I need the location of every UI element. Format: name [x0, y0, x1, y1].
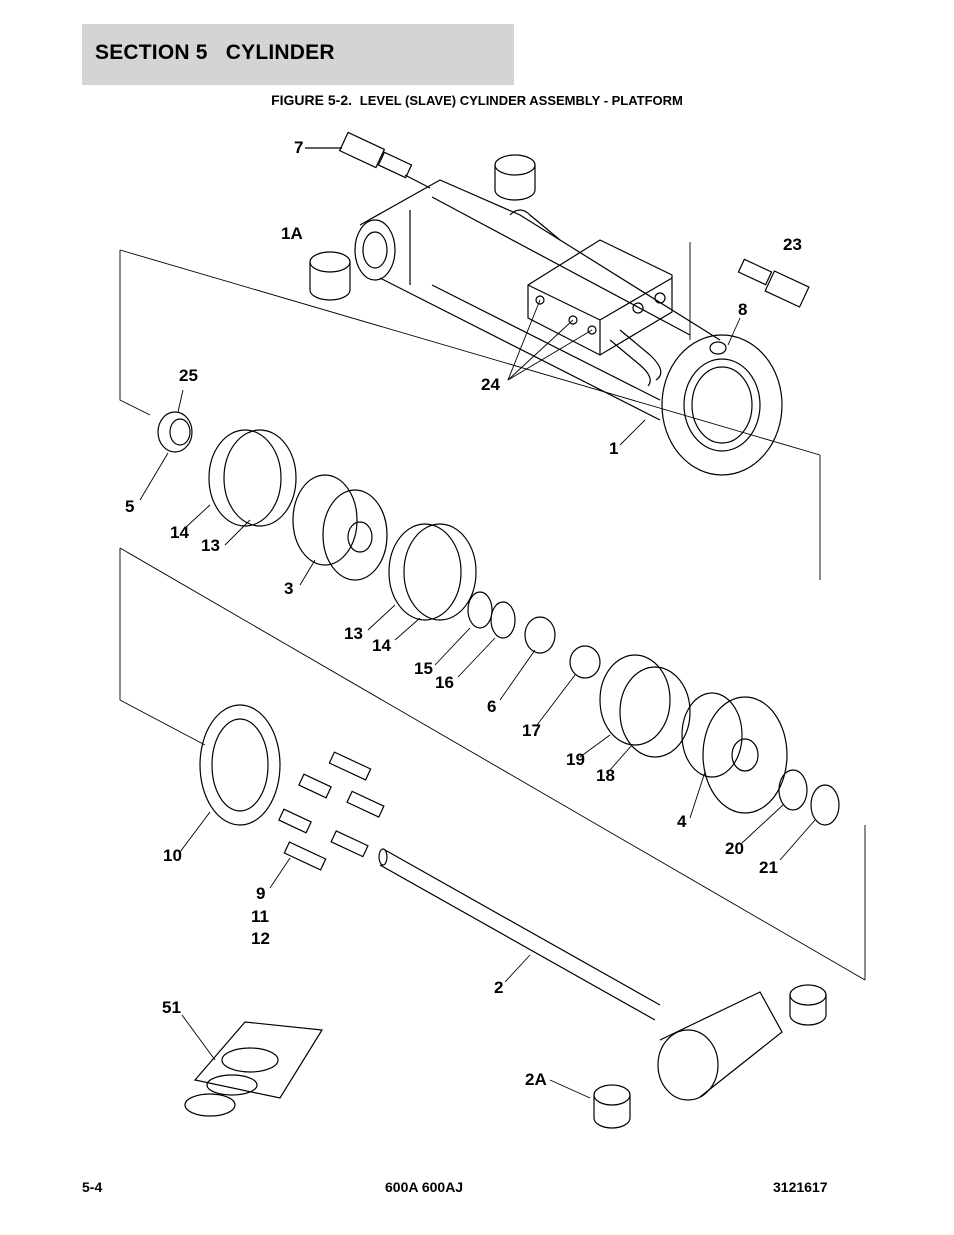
footer-page-number: 5-4 — [82, 1179, 103, 1195]
part-19-18-orings — [599, 654, 691, 758]
callout-15: 15 — [414, 659, 433, 678]
callout-9: 9 — [256, 884, 266, 903]
callout-12: 12 — [251, 929, 270, 948]
part-10-gasket — [199, 704, 281, 826]
callout-3: 3 — [284, 579, 294, 598]
callout-23: 23 — [783, 235, 802, 254]
callout-1A: 1A — [281, 224, 303, 243]
callout-17: 17 — [522, 721, 541, 740]
part-6-17-spacers — [524, 616, 601, 679]
callout-14: 14 — [170, 523, 189, 542]
callout-16: 16 — [435, 673, 454, 692]
part-9-bolts — [278, 751, 385, 871]
part-4-head — [681, 692, 788, 814]
part-1A-bushings — [309, 154, 536, 301]
callout-1: 1 — [609, 439, 619, 458]
part-7-fitting — [305, 131, 431, 189]
callout-2A: 2A — [525, 1070, 547, 1089]
footer-doc-number: 3121617 — [773, 1179, 828, 1195]
callout-18: 18 — [596, 766, 615, 785]
callout-51: 51 — [162, 998, 181, 1017]
section-header-bar — [82, 24, 514, 85]
callout-2: 2 — [494, 978, 504, 997]
part-51-seal-kit — [184, 1021, 324, 1117]
part-13-14-seals — [208, 429, 477, 621]
part-3-piston — [292, 474, 388, 581]
callout-6: 6 — [487, 697, 497, 716]
part-2-rod — [378, 848, 827, 1129]
callout-14b: 14 — [372, 636, 391, 655]
callout-10: 10 — [163, 846, 182, 865]
callout-21: 21 — [759, 858, 778, 877]
callout-11: 11 — [251, 907, 269, 926]
part-1-barrel — [354, 179, 783, 476]
leader-lines — [139, 299, 816, 1099]
part-15-16-rings — [467, 591, 516, 639]
callout-7: 7 — [294, 138, 304, 157]
callout-24: 24 — [481, 375, 500, 394]
section-title: SECTION 5 CYLINDER — [95, 41, 335, 64]
callout-5: 5 — [125, 497, 135, 516]
part-20-21-seals — [778, 769, 840, 826]
part-23-fitting — [737, 258, 810, 308]
footer-model: 600A 600AJ — [385, 1179, 464, 1195]
callout-4: 4 — [677, 812, 687, 831]
callout-25: 25 — [179, 366, 198, 385]
guide-lines — [119, 242, 866, 981]
callout-19: 19 — [566, 750, 585, 769]
figure-number: FIGURE 5-2. — [271, 92, 352, 108]
part-5-nut — [157, 411, 193, 453]
callout-20: 20 — [725, 839, 744, 858]
callout-8: 8 — [738, 300, 748, 319]
callout-13: 13 — [201, 536, 220, 555]
callout-13b: 13 — [344, 624, 363, 643]
figure-title: LEVEL (SLAVE) CYLINDER ASSEMBLY - PLATFO… — [359, 93, 683, 108]
figure-caption: FIGURE 5-2. LEVEL (SLAVE) CYLINDER ASSEM… — [0, 92, 954, 108]
